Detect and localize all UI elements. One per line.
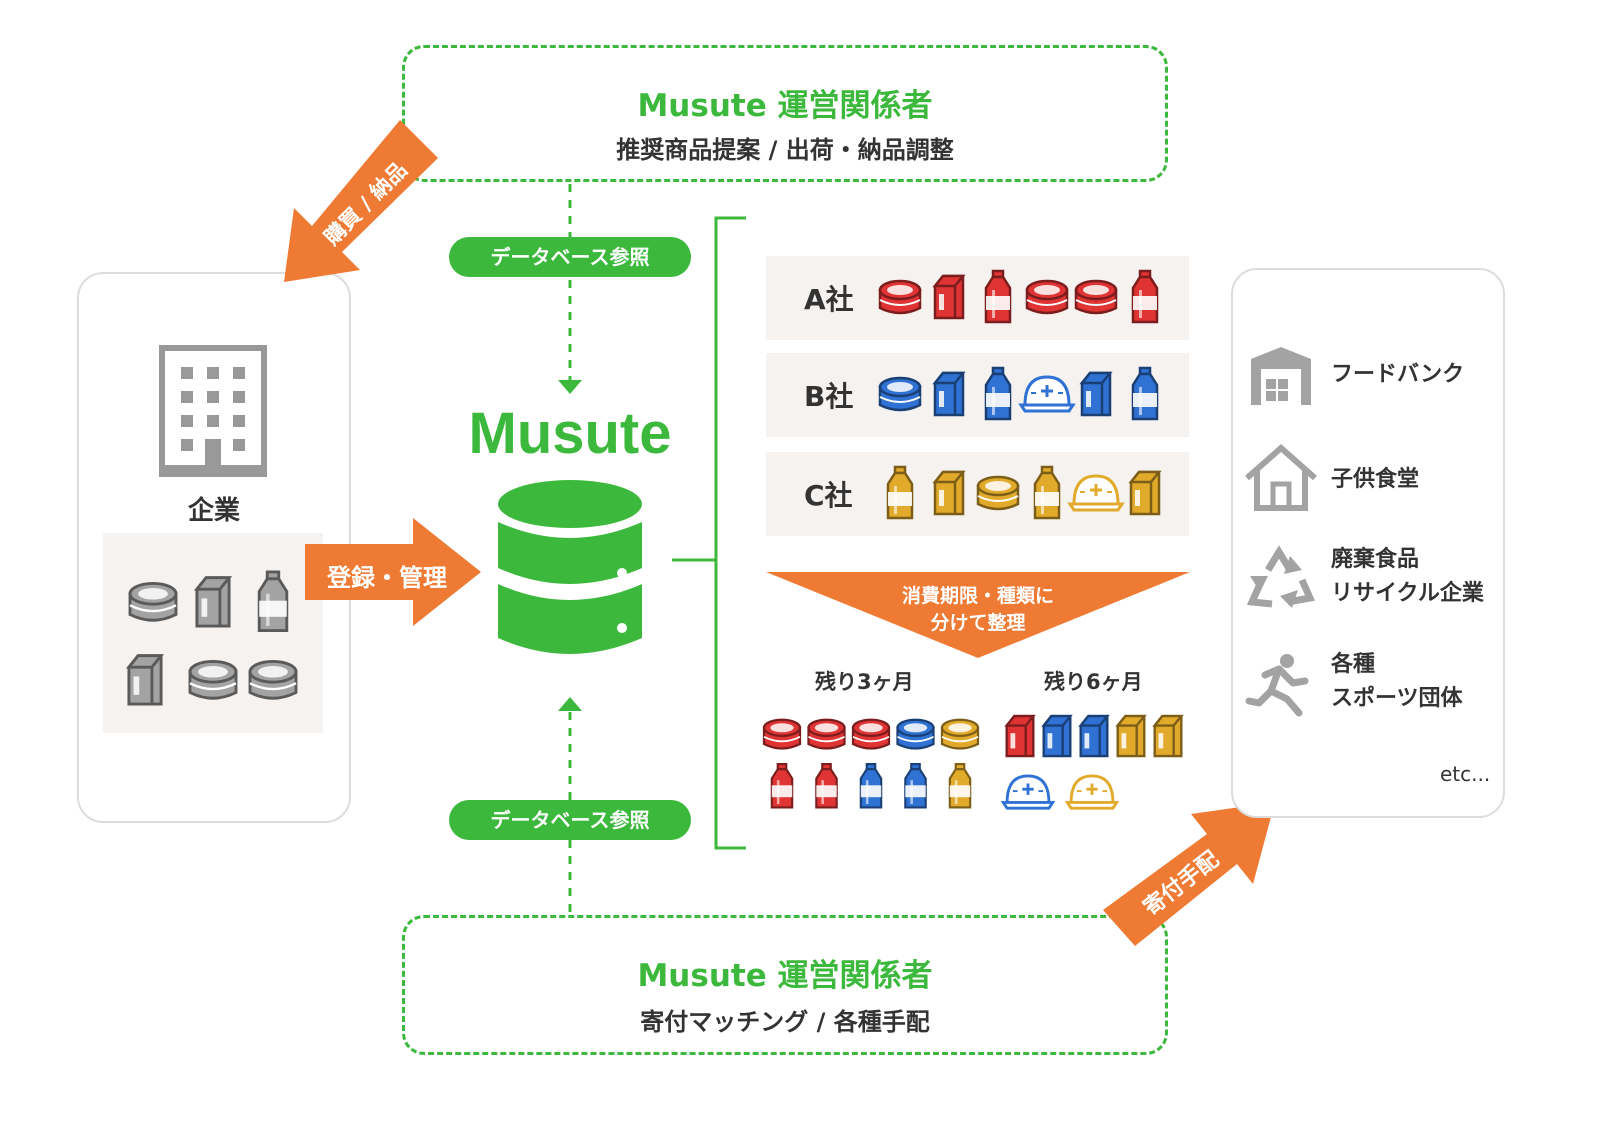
company-a-label: A社 [804,283,854,316]
recipient-food-bank: フードバンク [1331,362,1465,387]
can-icon [762,718,802,750]
bottle-icon [257,570,289,633]
carton-icon [193,576,233,628]
recipient-sports-line2: スポーツ団体 [1331,686,1463,711]
carton-icon [1079,371,1113,417]
company-c-label: C社 [804,479,853,512]
recipient-recycle-line1: 廃棄食品 [1331,547,1420,572]
bottle-icon [1131,269,1159,324]
register-arrow-label: 登録・管理 [327,564,447,592]
company-b-items [878,366,1159,421]
can-icon [1074,279,1118,315]
can-icon [128,582,178,622]
company-row-c: C社 [766,452,1189,536]
recipient-recycle-line2: リサイクル企業 [1331,581,1484,606]
bottle-icon [1131,366,1159,421]
recipient-kids-cafeteria: 子供食堂 [1331,467,1420,492]
carton-icon [932,470,966,516]
bottle-icon [859,762,883,809]
sorted-items [762,714,1184,810]
bottle-icon [984,366,1012,421]
runner-icon [1245,654,1309,717]
company-c-items [886,465,1162,520]
company-b-label: B社 [804,380,854,413]
group-6-months-label: 残り6ヶ月 [1044,670,1143,694]
carton-icon [1128,470,1162,516]
carton-icon [1041,714,1073,758]
bottle-icon [770,762,794,809]
can-icon [188,660,238,700]
carton-icon [1004,714,1036,758]
sort-banner-line1: 消費期限・種類に [901,585,1054,607]
carton-icon [932,274,966,320]
brand-logo: Musute [468,401,672,466]
house-icon [1245,443,1317,511]
helmet-icon [1067,474,1125,512]
db-reference-bottom-pill: データベース参照 [449,800,691,840]
carton-icon [932,371,966,417]
sort-banner-line2: 分けて整理 [930,612,1026,634]
recipient-sports-line1: 各種 [1331,652,1376,677]
carton-icon [125,654,165,706]
can-icon [976,475,1020,511]
recipients-etc: etc... [1440,762,1491,786]
can-icon [940,718,980,750]
can-icon [878,376,922,412]
top-operators-box: Musute 運営関係者 推奨商品提案 / 出荷・納品調整 [402,45,1168,182]
can-icon [1025,279,1069,315]
bottle-icon [1033,465,1061,520]
can-icon [851,718,891,750]
carton-icon [1115,714,1147,758]
carton-icon [1152,714,1184,758]
can-icon [807,718,846,750]
can-icon [896,718,935,750]
bottle-icon [904,762,927,809]
building-icon [159,345,267,477]
register-arrow [305,518,481,626]
sort-banner [766,572,1190,658]
helmet-icon [1064,774,1120,810]
bottom-operators-title: Musute 運営関係者 [637,958,933,994]
bottle-icon [815,762,838,809]
bottle-icon [886,465,914,520]
bottle-icon [948,762,972,809]
recycle-icon [1246,545,1316,608]
carton-icon [1078,714,1110,758]
warehouse-icon [1251,347,1311,405]
top-operators-title: Musute 運営関係者 [637,88,933,124]
company-items [125,570,298,706]
company-row-b: B社 [766,353,1189,437]
bottom-operators-subtitle: 寄付マッチング / 各種手配 [640,1008,930,1036]
helmet-icon [1018,375,1076,413]
purchase-arrow [284,120,438,282]
company-row-a: A社 [766,256,1189,340]
db-reference-top-pill: データベース参照 [449,237,691,277]
can-icon [878,279,922,315]
donate-arrow [1103,802,1275,946]
group-3-months-label: 残り3ヶ月 [815,670,914,694]
company-a-items [878,269,1159,324]
database-icon [498,480,642,654]
can-icon [248,660,298,700]
helmet-icon [1000,774,1056,810]
top-operators-subtitle: 推奨商品提案 / 出荷・納品調整 [616,136,954,164]
company-label: 企業 [187,496,240,526]
bottom-operators-box: Musute 運営関係者 寄付マッチング / 各種手配 [402,915,1168,1055]
bottle-icon [984,269,1012,324]
